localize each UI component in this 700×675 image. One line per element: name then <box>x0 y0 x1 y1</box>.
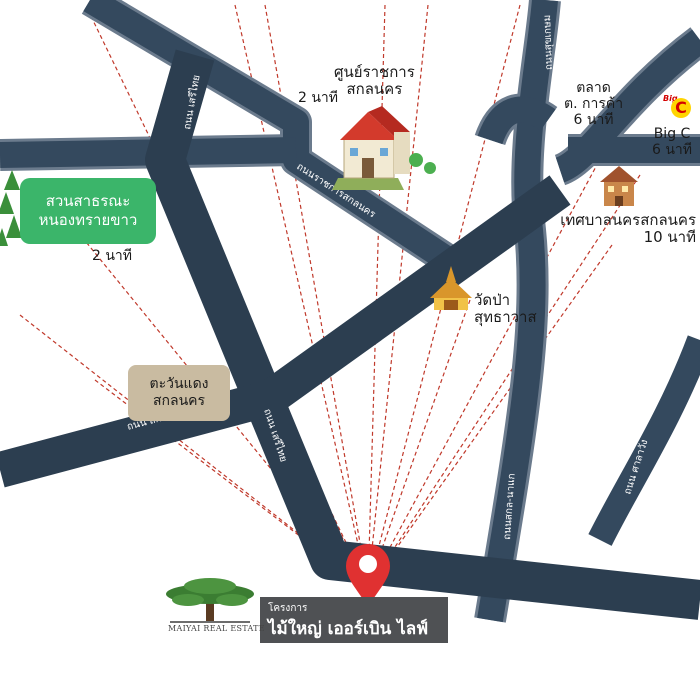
government-building-icon <box>332 106 436 190</box>
tawandaeng-label-box: ตะวันแดง สกลนคร <box>128 365 230 421</box>
park-name-line1: สวนสาธรณะ <box>45 192 131 211</box>
government-center-name-line2: สกลนคร <box>346 80 403 99</box>
government-center-name-line1: ศูนย์ราชการ <box>334 63 415 81</box>
market-time: 6 นาที <box>573 112 614 129</box>
tree-icons <box>0 170 22 246</box>
park-label-box: สวนสาธรณะ หนองทรายขาว <box>20 178 156 244</box>
maiyai-tree-logo-icon <box>166 578 254 623</box>
road-sakon-kalasin <box>0 175 571 488</box>
municipality-building-icon <box>600 166 638 206</box>
road-far-right <box>588 335 700 546</box>
market-name-line2: ต. การค้า <box>564 96 624 113</box>
municipality-label: เทศบาลนครสกลนคร 10 นาที <box>560 211 696 247</box>
park-time: 2 นาที <box>92 248 133 264</box>
government-center-label: ศูนย์ราชการ สกลนคร <box>334 63 415 99</box>
tawandaeng-name-line1: ตะวันแดง <box>149 376 209 393</box>
market-name-line1: ตลาด <box>576 80 611 96</box>
project-prefix: โครงการ <box>268 603 308 614</box>
project-name: ไม้ใหญ่ เออร์เบิน ไลฟ์ <box>268 619 429 639</box>
brand-text: MAIYAI REAL ESTATE <box>168 624 265 633</box>
big-c-name: Big C <box>653 126 691 142</box>
big-c-time: 6 นาที <box>652 142 693 159</box>
road-label-sakon-napae: ถนนสกล-นาแก <box>502 473 518 540</box>
municipality-time: 10 นาที <box>643 228 696 247</box>
temple-label: วัดป่า สุทธาวาส <box>474 291 537 327</box>
project-banner: โครงการ ไม้ใหญ่ เออร์เบิน ไลฟ์ <box>260 597 448 643</box>
project-location-pin-icon <box>346 544 390 608</box>
temple-name-line2: สุทธาวาส <box>474 308 537 327</box>
big-c-logo-icon: Big C <box>663 94 691 118</box>
park-name-line2: หนองทรายขาว <box>38 211 138 229</box>
temple-icon <box>430 266 472 310</box>
tawandaeng-name-line2: สกลนคร <box>152 393 206 409</box>
big-c-label: Big C 6 นาที <box>652 126 692 158</box>
temple-name-line1: วัดป่า <box>474 291 511 309</box>
municipality-name: เทศบาลนครสกลนคร <box>560 211 696 229</box>
road-label-right-vertical: ถนนสุขเกษม <box>542 15 555 71</box>
market-label: ตลาด ต. การค้า 6 นาที <box>564 80 623 128</box>
government-center-time: 2 นาที <box>298 90 339 106</box>
